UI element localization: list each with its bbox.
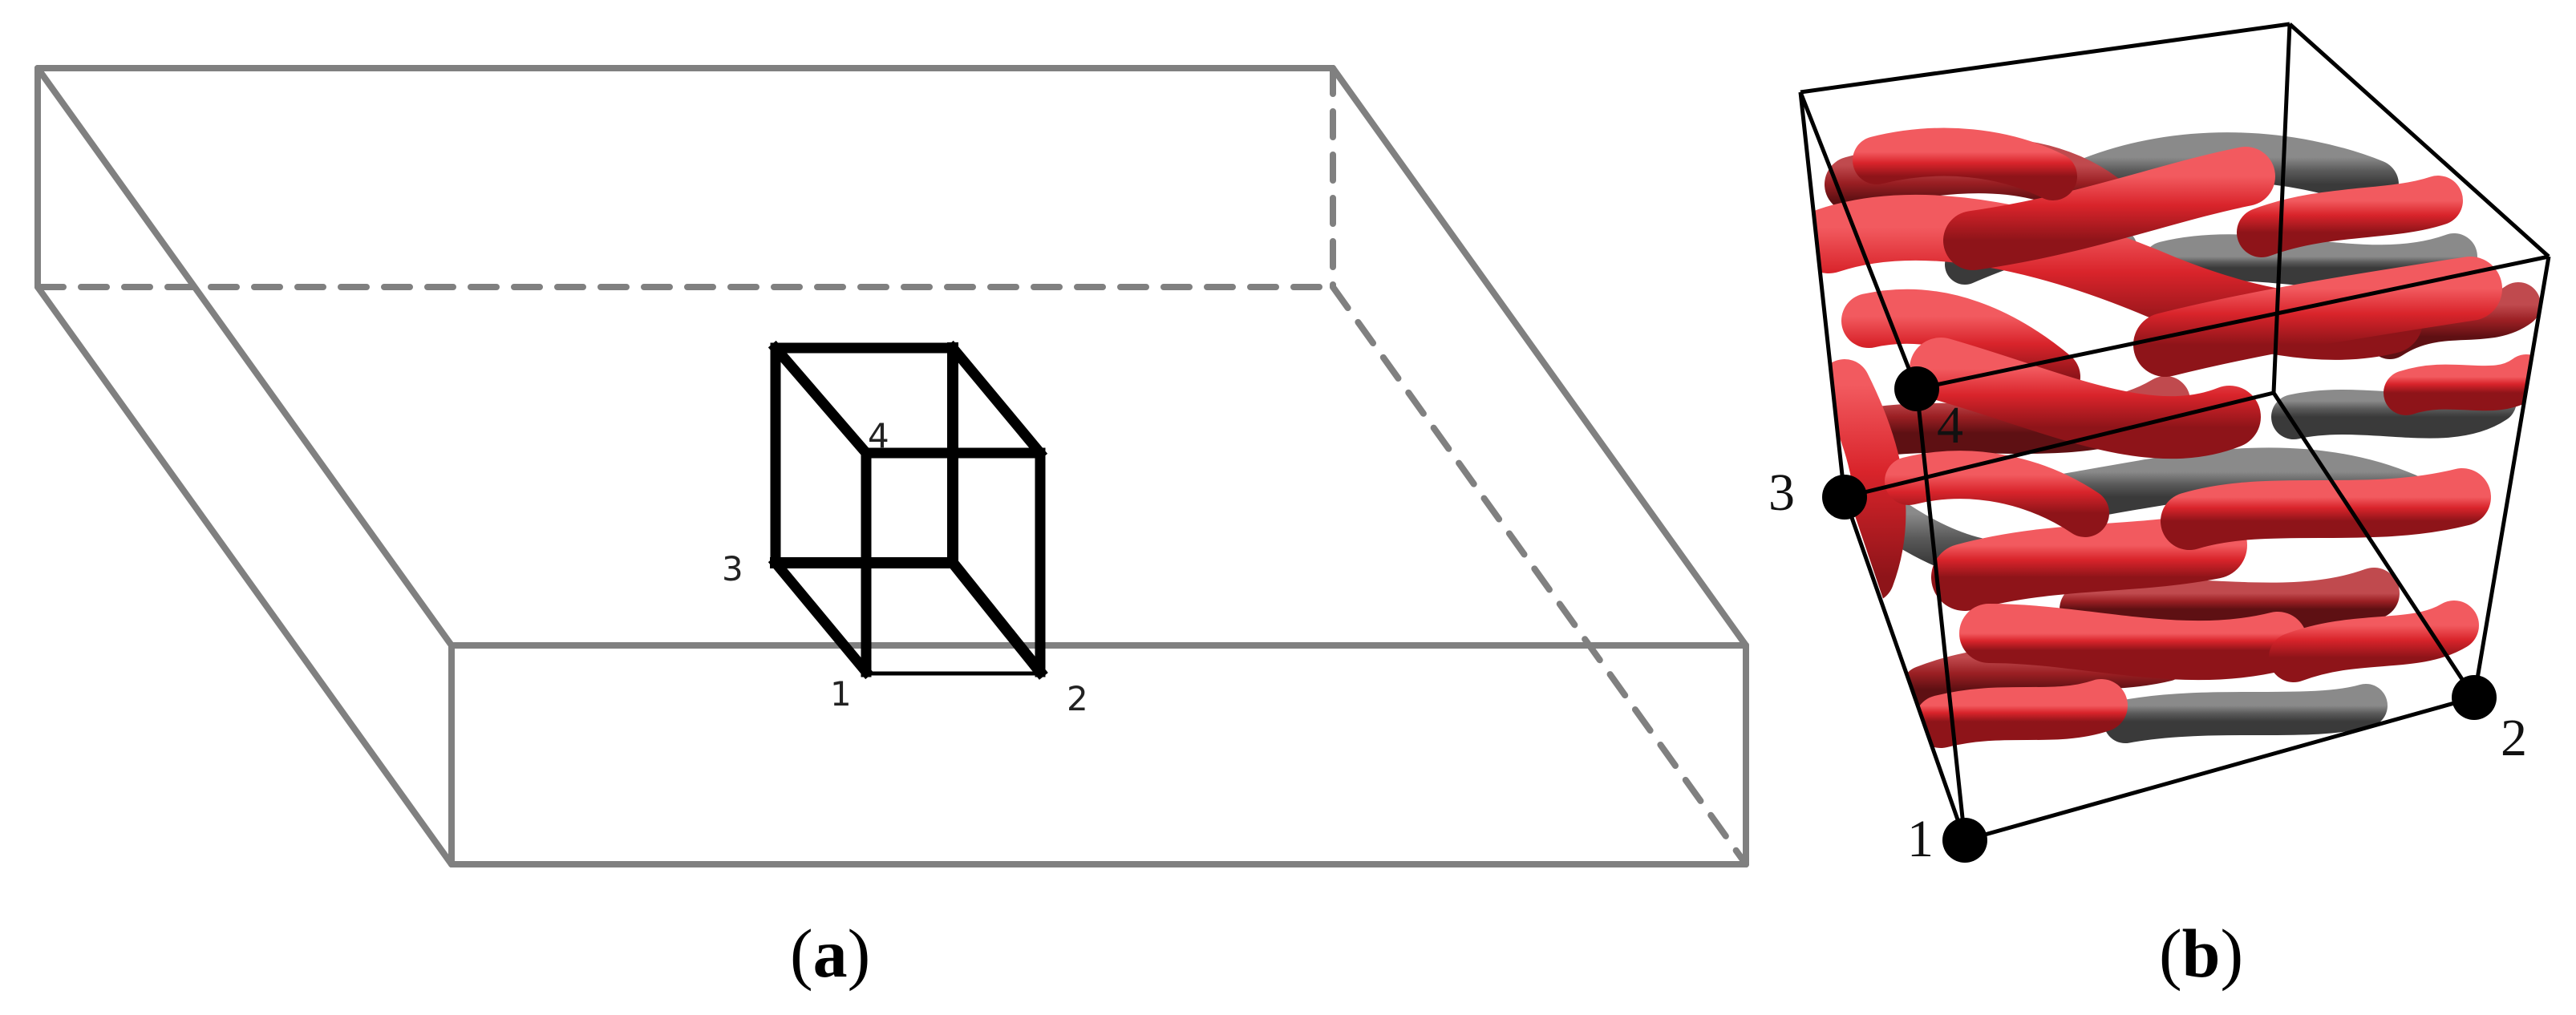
panel-a-vertex-label-4: 4	[868, 416, 889, 455]
slab-outline	[34, 65, 1749, 867]
panel-b-caption: (b)	[2159, 915, 2243, 992]
red-fibers	[1800, 127, 2549, 748]
vertex-marker-2	[2452, 675, 2497, 720]
panel-b-vertex-label-4: 4	[1937, 396, 1963, 455]
unit-cube	[768, 340, 1048, 680]
vertex-marker-4	[1894, 366, 1939, 411]
panel-b-caption-close: )	[2220, 915, 2243, 992]
panel-a: 1 2 3 4 (a)	[34, 65, 1749, 992]
panel-a-vertex-label-3: 3	[722, 549, 743, 588]
panel-a-caption-open: (	[790, 915, 813, 992]
panel-b-vertex-label-3: 3	[1768, 463, 1795, 522]
vertex-markers	[1822, 366, 2497, 863]
panel-b-caption-open: (	[2159, 915, 2182, 992]
vertex-marker-3	[1822, 475, 1867, 520]
cube-wireframe	[1798, 22, 2551, 843]
panel-a-vertex-label-1: 1	[830, 674, 852, 714]
panel-b-caption-letter: b	[2182, 915, 2221, 992]
panel-a-caption-letter: a	[813, 915, 848, 992]
panel-a-vertex-label-2: 2	[1067, 679, 1088, 718]
panel-a-caption-close: )	[848, 915, 871, 992]
panel-a-caption: (a)	[790, 915, 870, 992]
panel-b-vertex-label-2: 2	[2501, 709, 2527, 767]
vertex-marker-1	[1942, 818, 1987, 863]
panel-b-vertex-label-1: 1	[1907, 810, 1934, 868]
fiber-network	[1800, 127, 2549, 748]
panel-b: 1 2 3 4 (b)	[1768, 22, 2551, 992]
